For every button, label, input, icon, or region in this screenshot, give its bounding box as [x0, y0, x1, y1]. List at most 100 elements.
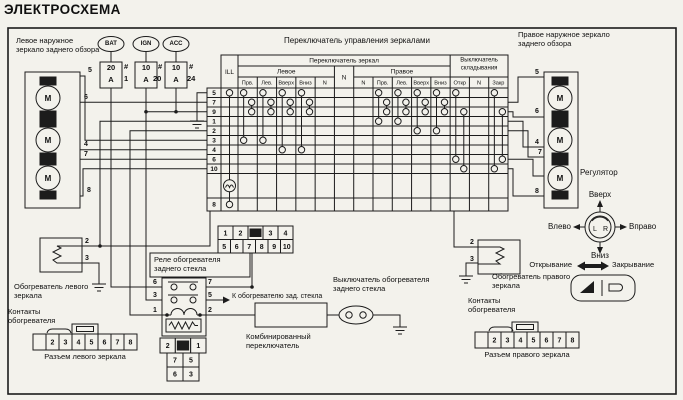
ground-icon [190, 120, 204, 129]
fold-switch-box [570, 274, 636, 302]
regulator-label: Регулятор [580, 168, 618, 177]
relay-label-line1: Реле обогревателя [154, 255, 221, 264]
heater-contacts-bracket [488, 326, 514, 332]
wire-row7-rmirror-pin5 [508, 76, 544, 103]
wires [57, 75, 544, 327]
left-heater-label: Обогреватель левого зеркала [14, 282, 89, 300]
contact-circle [460, 165, 468, 173]
combo-switch-label-line2: переключатель [246, 341, 300, 350]
svg-text:7: 7 [84, 151, 88, 158]
left-mirror-connector-cell [123, 333, 138, 351]
table-text: 8 [571, 338, 575, 345]
wire-row10-rmirror-pin8 [508, 168, 544, 197]
wire-left-heater-line [57, 211, 211, 247]
table-text: 5 [532, 338, 536, 345]
table-text: 2 [493, 338, 497, 345]
svg-text:7: 7 [208, 279, 212, 286]
table-text: Вниз [299, 81, 312, 87]
wire-lmirror-pin8-row10 [80, 168, 207, 197]
arrow-up-icon [597, 200, 603, 207]
table-text: ILL [225, 69, 234, 76]
table-text: N [477, 81, 481, 87]
svg-text:2: 2 [85, 238, 89, 245]
right-mirror-motors [547, 76, 573, 200]
svg-text:5: 5 [208, 292, 212, 299]
contact-circle [297, 89, 306, 97]
wire-switch-to-ground [373, 314, 401, 327]
arrow-left-icon [573, 224, 580, 230]
table-text: 5 [189, 358, 193, 365]
right-contacts-label: Контакты обогревателя [468, 296, 516, 314]
arrow-right-icon [620, 224, 627, 230]
motor-label: M [45, 94, 52, 103]
fold-control [570, 261, 636, 302]
table-text: Прв. [377, 81, 389, 87]
joystick-l: L [593, 226, 597, 233]
table-text: N [342, 75, 347, 82]
svg-text:3: 3 [470, 256, 474, 263]
left-mirror-label: Левое наружное зеркало заднего обзора [16, 36, 100, 54]
ground-icon [393, 326, 407, 335]
table-header-frame [220, 54, 509, 89]
table-text: 6 [235, 244, 239, 251]
table-text: 10 [283, 244, 291, 251]
contact-circle [305, 108, 314, 116]
table-text: Лев. [261, 81, 273, 87]
fold-open-label: Открывание [529, 260, 572, 269]
wire-left-heater-ground [82, 262, 100, 284]
table-text: 6 [103, 340, 107, 347]
joystick-r: R [603, 226, 608, 233]
table-text: Закр [492, 81, 504, 87]
right-mirror-connector-cell [474, 331, 489, 349]
regulator-joystick: L R [573, 200, 627, 254]
motor-label: M [45, 136, 52, 145]
contact-circle [225, 200, 234, 209]
relay-pin-labels: 6 7 3 5 1 2 [153, 279, 212, 314]
table-text: 3 [64, 340, 68, 347]
table-text: 7 [173, 358, 177, 365]
table-text: Откр [454, 81, 466, 87]
contact-circle [413, 89, 421, 97]
contact-circle [421, 108, 429, 116]
mirror-folded-icon [580, 281, 594, 293]
svg-text:8: 8 [535, 188, 539, 195]
left-mirror-box: M M M [24, 71, 81, 209]
table-text: N [323, 81, 327, 87]
contact-circle [259, 89, 267, 97]
svg-text:3: 3 [153, 292, 157, 299]
contact-circle [297, 146, 306, 154]
fuse-acc-hash: # [189, 62, 194, 71]
svg-text:5: 5 [535, 69, 539, 76]
table-text: 4 [77, 340, 81, 347]
table-text: Переключатель зеркал [309, 58, 379, 65]
table-text: 3 [189, 372, 193, 379]
svg-text:7: 7 [538, 149, 542, 156]
right-heater-resistor [478, 246, 506, 265]
contact-circle [490, 165, 499, 173]
contact-circle [498, 155, 507, 163]
left-contacts-label: Контакты обогревателя [8, 307, 56, 325]
contact-circle [394, 89, 402, 97]
motor-label: M [557, 174, 564, 183]
contact-circle [402, 108, 410, 116]
wire-row6-rmirror-fold [508, 158, 544, 177]
table-text: Лев. [396, 81, 408, 87]
defogger-relay: 6 7 3 5 1 2 [149, 252, 251, 337]
wire-row9-rmirror-pin6 [508, 111, 544, 118]
table-text: 7 [247, 244, 251, 251]
contact-circle [440, 98, 449, 106]
table-text: 4 [284, 230, 288, 237]
left-connector-label: Разъем левого зеркала [44, 352, 126, 361]
wire-row1-rmirror-pin4 [508, 120, 544, 148]
defogger-switch-label: Выключатель обогревателя заднего стекла [333, 275, 430, 293]
table-text: Вверх [413, 81, 429, 87]
combo-switch-label-line1: Комбинированный [246, 332, 311, 341]
wire-row2-rmirror-pin7 [508, 130, 544, 158]
ill-lamp-filament [225, 184, 234, 189]
open-close-arrow-icon [577, 261, 609, 271]
motor-label: M [557, 136, 564, 145]
table-text: 2 [51, 340, 55, 347]
svg-text:6: 6 [153, 279, 157, 286]
wire-right-heater-line [453, 211, 478, 248]
